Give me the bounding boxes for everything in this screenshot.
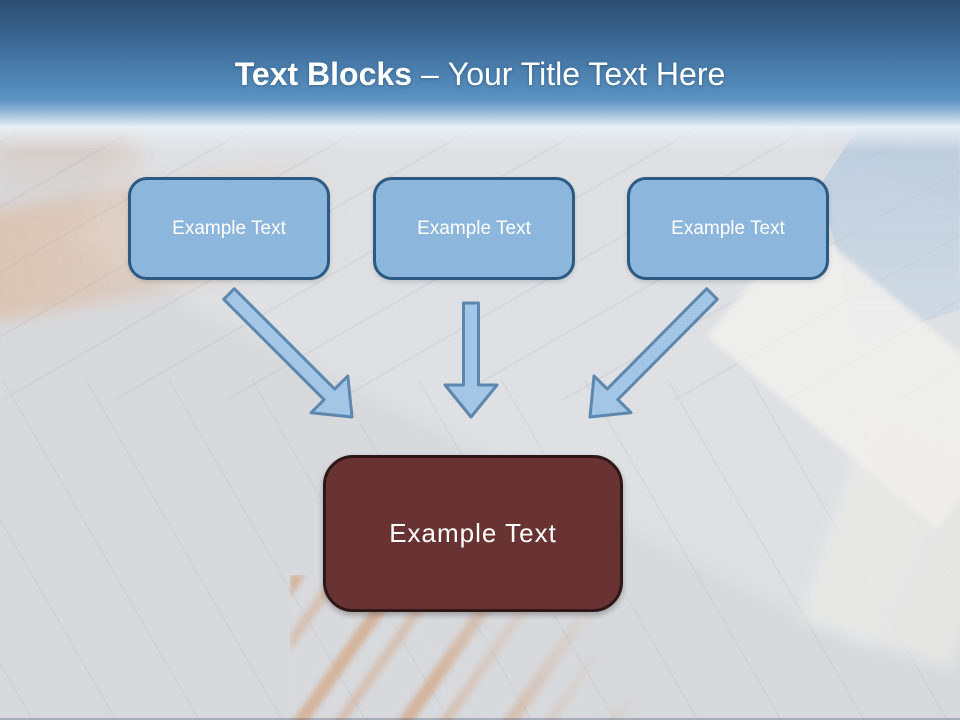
arrow-down bbox=[443, 301, 499, 419]
result-box-label: Example Text bbox=[389, 518, 557, 548]
title-separator: – bbox=[420, 56, 439, 92]
bottom-edge-line bbox=[0, 718, 960, 720]
source-box-3-label: Example Text bbox=[671, 217, 785, 239]
source-box-2: Example Text bbox=[373, 177, 575, 280]
source-box-2-label: Example Text bbox=[417, 217, 531, 239]
title-emphasis: Text Blocks bbox=[234, 56, 412, 92]
header-band bbox=[0, 0, 960, 152]
arrow-down-left bbox=[588, 287, 719, 419]
source-box-3: Example Text bbox=[627, 177, 829, 280]
arrow-down-right bbox=[222, 287, 354, 419]
slide-title: Text Blocks–Your Title Text Here bbox=[0, 54, 960, 94]
title-subtitle: Your Title Text Here bbox=[447, 56, 726, 92]
source-box-1-label: Example Text bbox=[172, 217, 286, 239]
source-box-1: Example Text bbox=[128, 177, 330, 280]
result-box: Example Text bbox=[323, 455, 623, 612]
